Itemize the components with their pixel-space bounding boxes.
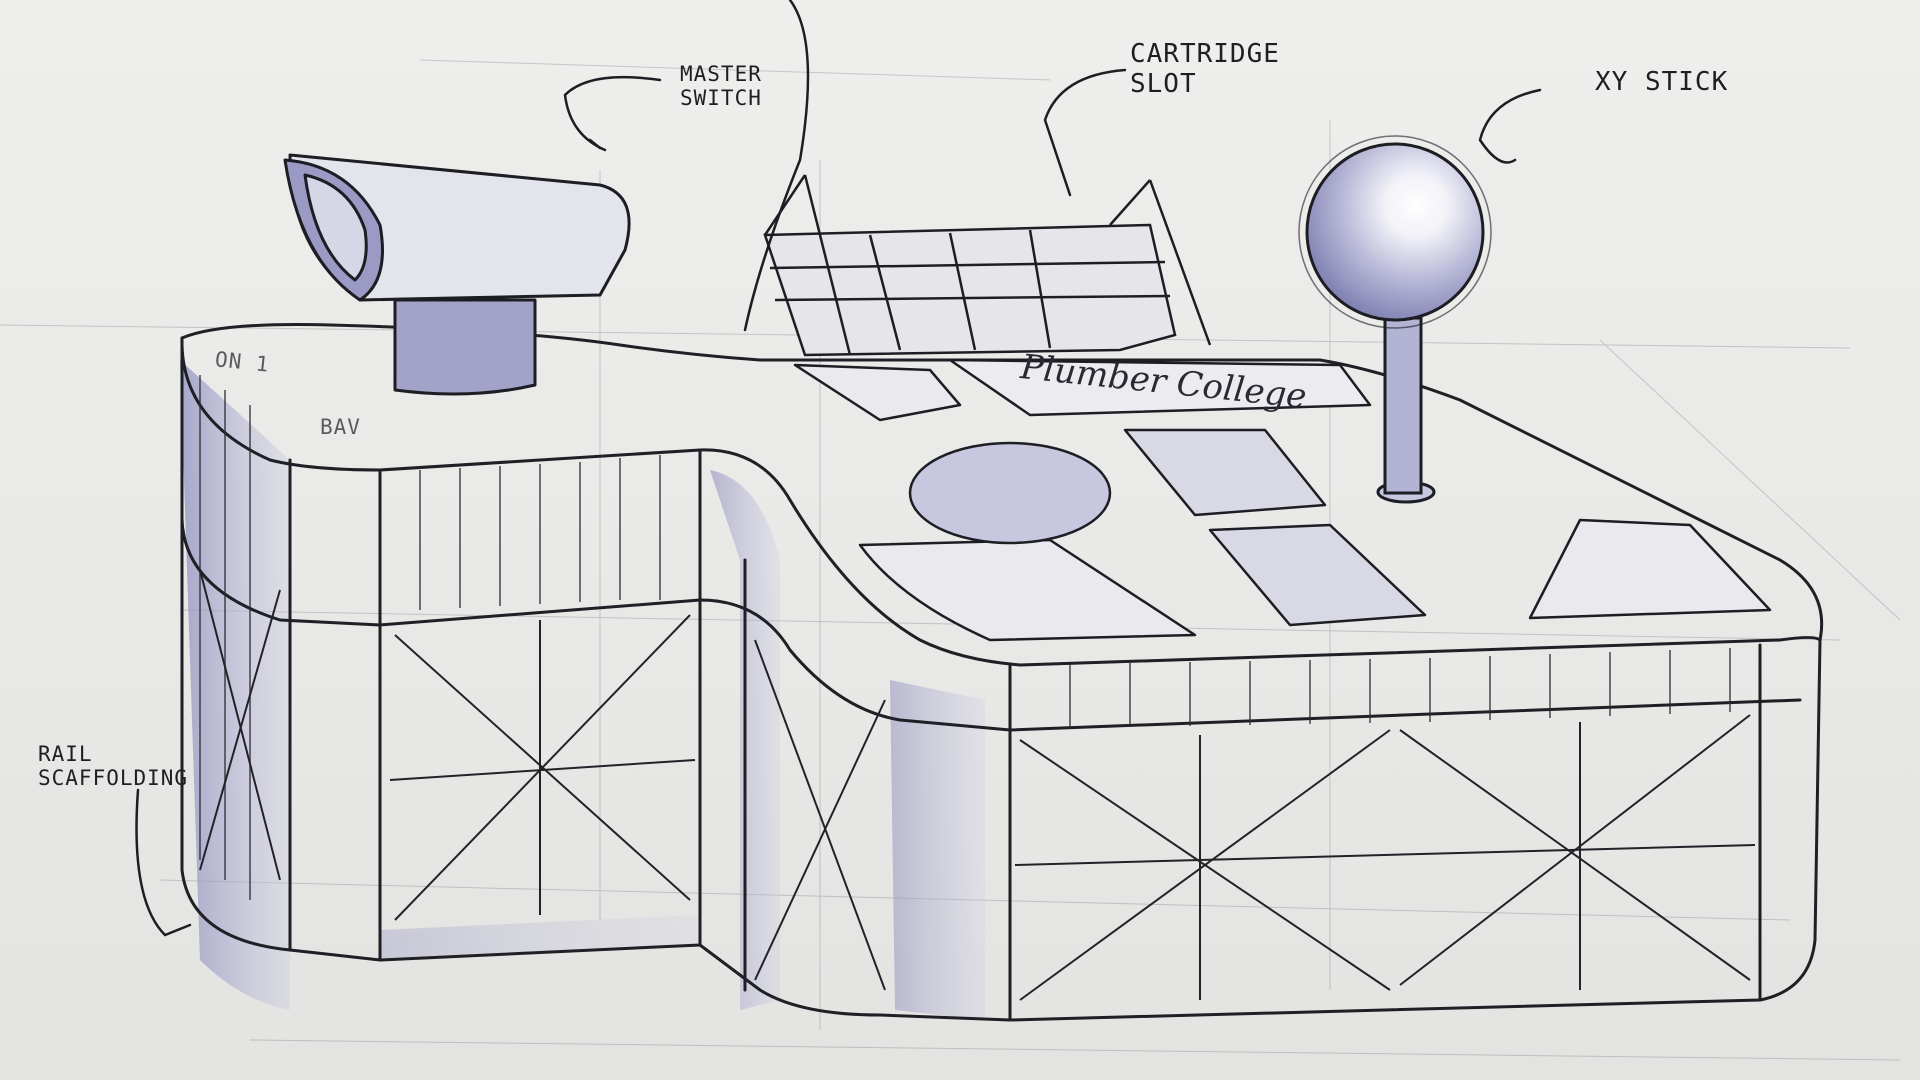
master-switch-annotation: MASTER SWITCH	[680, 62, 762, 110]
rail-scaffolding-annotation: RAIL SCAFFOLDING	[38, 742, 188, 790]
console-side-marks: BAV	[320, 415, 361, 439]
xy-stick-annotation: XY STICK	[1595, 68, 1728, 98]
cartridge-slot-annotation: CARTRIDGE SLOT	[1130, 40, 1280, 100]
